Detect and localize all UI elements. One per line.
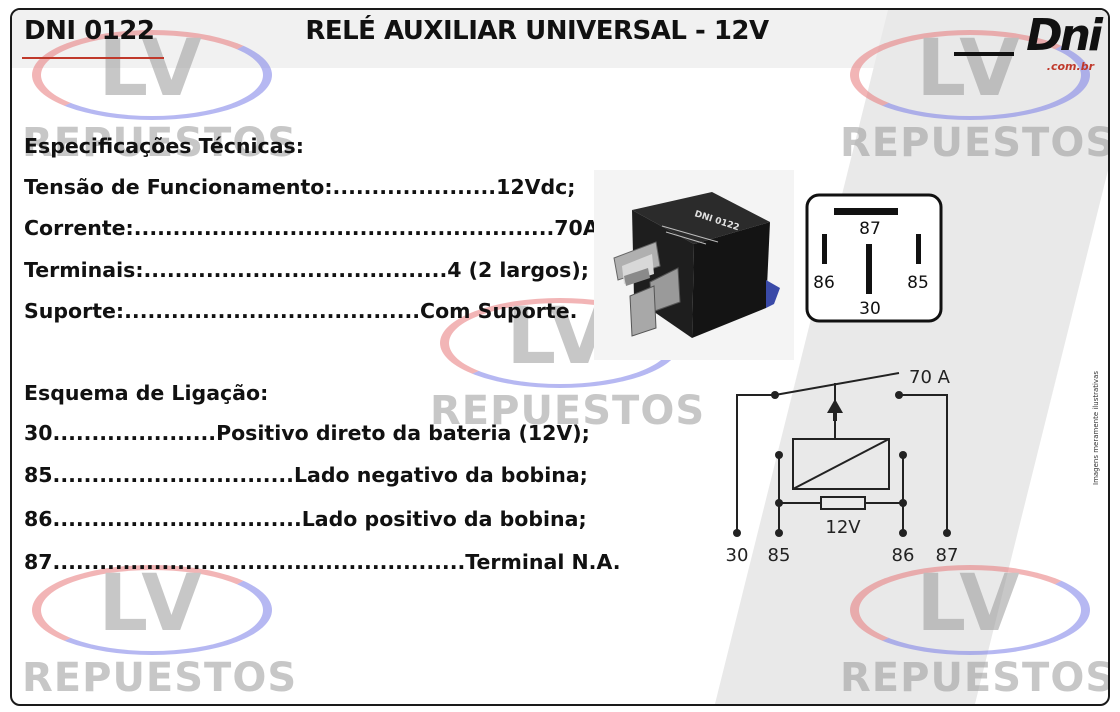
watermark-bottom-right: LV REPUESTOS [840,559,1108,701]
spec-line-terminals: Terminais:..............................… [24,258,589,282]
watermark-initials: LV [916,24,1024,114]
pin-87-label: 87 [859,219,881,239]
page-title: RELÉ AUXILIAR UNIVERSAL - 12V [305,16,769,46]
watermark-ring [32,30,272,120]
watermark-name: REPUESTOS [430,388,706,434]
wiring-line-86: 86................................Lado p… [24,507,587,531]
wiring-line-30: 30.....................Positivo direto d… [24,421,590,445]
terminal-87-label: 87 [936,545,959,566]
watermark-ring [32,565,272,655]
watermark-bottom-left: LV REPUESTOS [22,559,296,701]
pinout-diagram: 87 86 85 30 [805,193,943,323]
wiring-heading: Esquema de Ligação: [24,381,269,405]
terminal-30-label: 30 [726,545,749,566]
illustrative-note: Imagens meramente ilustrativas [1092,370,1100,485]
spec-card: LV REPUESTOS LV REPUESTOS LV REPUESTOS L… [10,8,1110,706]
watermark-initials: LV [916,559,1024,649]
product-code: DNI 0122 [24,16,155,46]
pin-86-label: 86 [813,273,835,293]
brand-logo: Dni .com.br [950,10,1103,80]
watermark-name: REPUESTOS [22,655,298,701]
coil-voltage-label: 12V [825,517,861,538]
relay-photo: DNI 0122 [594,170,794,360]
logo-stripe [954,52,1014,56]
current-label: 70 A [909,367,951,388]
code-underline [22,57,164,59]
wiring-line-85: 85...............................Lado ne… [24,463,588,487]
logo-domain: .com.br [1046,60,1094,73]
wiring-schematic: 70 A 12V 30 85 86 87 [726,367,959,566]
terminal-85-label: 85 [768,545,791,566]
pin-30-label: 30 [859,299,881,319]
watermark-top-left: LV REPUESTOS [22,24,296,166]
logo-text: Dni [1026,10,1103,61]
watermark-initials: LV [506,292,614,382]
watermark-top-right: LV REPUESTOS [840,24,1108,166]
watermark-initials: LV [98,24,206,114]
watermark-name: REPUESTOS [22,120,298,166]
spec-line-voltage: Tensão de Funcionamento:................… [24,175,576,199]
terminal-86-label: 86 [892,545,915,566]
spec-line-support: Suporte:................................… [24,299,578,323]
watermark-name: REPUESTOS [840,120,1110,166]
watermark-ring [850,565,1090,655]
pin-85-label: 85 [907,273,929,293]
spec-line-current: Corrente:...............................… [24,216,608,240]
specs-heading: Especificações Técnicas: [24,134,304,158]
watermark-ring [850,30,1090,120]
watermark-name: REPUESTOS [840,655,1110,701]
wiring-line-87: 87......................................… [24,550,621,574]
watermark-initials: LV [98,559,206,649]
